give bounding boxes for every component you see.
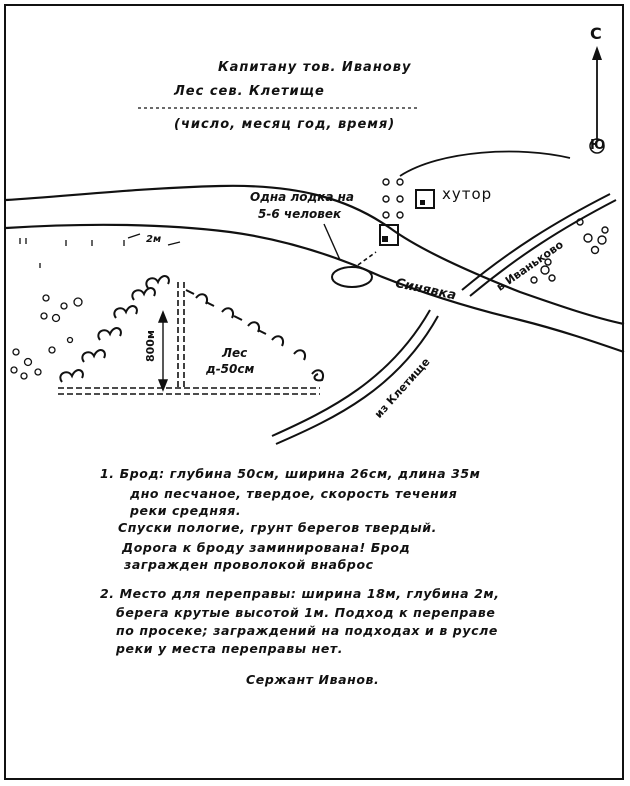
khutor-path (357, 251, 377, 266)
datetime-note: (число, месяц год, время) (174, 117, 396, 132)
khutor-house-1 (415, 189, 435, 209)
place: Лес сев. Клетище (174, 84, 325, 99)
bushes-east (530, 218, 609, 284)
road-kletishche-1 (271, 309, 431, 437)
boat-label-2: 5-6 человек (258, 207, 342, 221)
river-island (331, 266, 373, 288)
map-frame (4, 4, 624, 780)
report-item2-line1: 2. Место для переправы: ширина 18м, глуб… (100, 586, 500, 601)
khutor-house-2 (379, 224, 399, 246)
report-item2-line3: по просеке; заграждений на подходах и в … (116, 623, 498, 638)
river-depth-label: 2м (146, 234, 162, 245)
distance-marker (157, 310, 169, 392)
compass-north-label: С (590, 24, 602, 43)
distance-label: 800м (144, 330, 157, 362)
addressee: Капитану тов. Иванову (218, 60, 412, 75)
boat-pointer (323, 223, 341, 261)
compass-icon (589, 46, 605, 154)
boat-label: Одна лодка на (250, 190, 354, 204)
river-depth-marker (127, 233, 181, 246)
report-item1-line1: 1. Брод: глубина 50см, ширина 26см, длин… (100, 466, 481, 481)
report-item1-line6: загражден проволокой внаброс (124, 557, 374, 572)
road-ivankovo-2 (469, 199, 617, 297)
report-item1-line4: Спуски пологие, грунт берегов твердый. (118, 520, 437, 535)
clearing-lines (58, 282, 320, 395)
road-kletishche-2 (275, 315, 439, 445)
report-item1-line5: Дорога к броду заминирована! Брод (122, 540, 411, 555)
river-north-bank (5, 184, 625, 326)
report-item1-line3: реки средняя. (130, 503, 242, 518)
report-item2-line4: реки у места переправы нет. (116, 641, 344, 656)
forest-label: Лес (222, 346, 248, 360)
report-item2-line2: берега крутые высотой 1м. Подход к переп… (116, 605, 496, 620)
compass-south-label: Ю (590, 138, 606, 153)
forest-edge (59, 275, 324, 383)
khutor-trees (382, 178, 404, 219)
road-ivankovo-1 (461, 193, 611, 291)
road-north (399, 150, 571, 177)
report-item1-line2: дно песчаное, твердое, скорость течения (130, 486, 458, 501)
khutor-label: хутор (442, 185, 493, 203)
signature: Сержант Иванов. (246, 672, 380, 687)
vegetation-west (10, 238, 125, 380)
forest-diameter-label: д-50см (206, 362, 255, 376)
